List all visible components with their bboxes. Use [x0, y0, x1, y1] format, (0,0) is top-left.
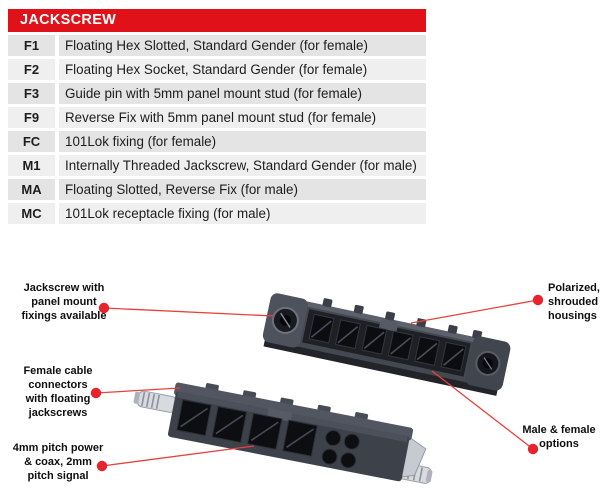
option-code-cell: F9 [8, 107, 55, 128]
callout-dot-polarized [532, 294, 544, 306]
jackscrew-option-table: JACKSCREW F1 Floating Hex Slotted, Stand… [8, 9, 426, 227]
callout-label-polarized-housings: Polarized, shrouded housings [548, 281, 600, 323]
option-code-cell: F3 [8, 83, 55, 104]
callout-line-jackscrew [103, 307, 275, 317]
callout-label-female-connectors: Female cable connectors with floating ja… [10, 364, 106, 420]
female-connector-illustration [133, 382, 433, 484]
callout-label-jackscrew-fixings: Jackscrew with panel mount fixings avail… [14, 281, 114, 323]
callout-line-text: Male & female [522, 424, 596, 436]
callout-dots [90, 294, 544, 472]
callout-dot-female [90, 387, 102, 399]
table-row: F1 Floating Hex Slotted, Standard Gender… [8, 35, 426, 56]
table-row: M1 Internally Threaded Jackscrew, Standa… [8, 155, 426, 176]
callout-dot-jackscrew [98, 302, 110, 314]
option-description-cell: 101Lok fixing (for female) [59, 131, 426, 152]
callout-line-text: Polarized, [548, 282, 600, 294]
callout-line-text: jackscrews [28, 407, 88, 419]
option-code-cell: F1 [8, 35, 55, 56]
callout-line-text: options [539, 438, 579, 450]
callout-line-text: housings [548, 310, 597, 322]
table-row: FC 101Lok fixing (for female) [8, 131, 426, 152]
option-code-cell: FC [8, 131, 55, 152]
callout-lines [95, 299, 539, 467]
option-code-cell: MC [8, 203, 55, 224]
option-description-cell: Internally Threaded Jackscrew, Standard … [59, 155, 426, 176]
callout-line-polarized [410, 299, 539, 324]
option-description-cell: Floating Hex Slotted, Standard Gender (f… [59, 35, 426, 56]
option-code-cell: F2 [8, 59, 55, 80]
callout-line-text: panel mount [31, 296, 97, 308]
callout-line-female [95, 387, 181, 394]
callout-line-text: fixings available [21, 310, 107, 322]
callout-label-male-female-options: Male & female options [520, 423, 598, 451]
callout-line-text: connectors [28, 379, 88, 391]
callout-line-text: pitch signal [27, 470, 89, 482]
callout-line-text: Jackscrew with [23, 282, 105, 294]
table-body: F1 Floating Hex Slotted, Standard Gender… [8, 35, 426, 224]
left-jackscrew-illustration [133, 390, 177, 413]
option-description-cell: Guide pin with 5mm panel mount stud (for… [59, 83, 426, 104]
table-title: JACKSCREW [20, 12, 117, 28]
callout-label-pitch-info: 4mm pitch power & coax, 2mm pitch signal [8, 441, 108, 483]
callout-line-text: 4mm pitch power [12, 442, 104, 454]
male-connector-illustration [262, 293, 511, 396]
option-code-cell: M1 [8, 155, 55, 176]
table-row: F3 Guide pin with 5mm panel mount stud (… [8, 83, 426, 104]
callout-line-text: shrouded [548, 296, 599, 308]
table-row: MC 101Lok receptacle fixing (for male) [8, 203, 426, 224]
option-description-cell: Floating Hex Socket, Standard Gender (fo… [59, 59, 426, 80]
callout-line-pitch [101, 445, 255, 467]
option-description-cell: Reverse Fix with 5mm panel mount stud (f… [59, 107, 426, 128]
option-description-cell: Floating Slotted, Reverse Fix (for male) [59, 179, 426, 200]
option-code-cell: MA [8, 179, 55, 200]
callout-dot-male-female [527, 443, 539, 455]
callout-line-text: & coax, 2mm [24, 456, 92, 468]
callout-line-text: Female cable [23, 365, 93, 377]
table-row: F9 Reverse Fix with 5mm panel mount stud… [8, 107, 426, 128]
callout-line-male-female [431, 370, 534, 450]
table-header: JACKSCREW [8, 9, 426, 32]
option-description-cell: 101Lok receptacle fixing (for male) [59, 203, 426, 224]
callout-line-text: with floating [25, 393, 91, 405]
table-row: F2 Floating Hex Socket, Standard Gender … [8, 59, 426, 80]
table-row: MA Floating Slotted, Reverse Fix (for ma… [8, 179, 426, 200]
callout-dot-pitch [96, 460, 108, 472]
